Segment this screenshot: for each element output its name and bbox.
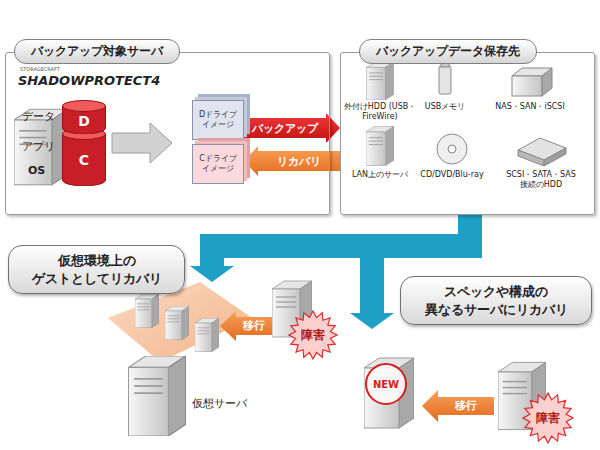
- migrate-arrow: [422, 390, 494, 422]
- new-server: [364, 358, 414, 428]
- node-text: 障害: [536, 410, 560, 427]
- layer-label: アプリ: [22, 140, 55, 154]
- internal-hdd-icon: [518, 138, 566, 166]
- burst-shape: [523, 393, 573, 443]
- brand-name: STORAGECRAFT: [20, 66, 60, 72]
- image-arrow: [112, 123, 172, 163]
- failure-burst: 障害: [288, 310, 338, 360]
- lan-server-icon: [366, 126, 394, 165]
- flow-arrow: [244, 113, 340, 143]
- server-label: 仮想サーバ: [192, 397, 247, 411]
- arrow-label: バックアップ: [252, 121, 318, 136]
- device-label: LAN上のサーバ: [347, 170, 413, 180]
- cylinder-body: [63, 134, 106, 186]
- node-text: C: [79, 152, 89, 186]
- guest-server: [165, 306, 189, 340]
- guest-server: [195, 318, 219, 352]
- guest-server: [135, 294, 159, 328]
- arrow-label: リカバリ: [277, 154, 321, 169]
- server-icon: [14, 109, 68, 185]
- node-text: NEW: [373, 379, 399, 390]
- device-label: CD/DVD/Blu-ray: [411, 170, 493, 180]
- disk-cylinder: D: [62, 100, 106, 134]
- product-logo: SHADOWPROTECT4: [18, 73, 160, 89]
- migrate-arrow: [220, 311, 272, 341]
- usb-icon: [439, 60, 451, 94]
- node-text: 障害: [301, 327, 325, 344]
- group-panel: バックアップデータ保存先: [340, 52, 595, 215]
- node-text: D: [78, 113, 90, 134]
- migrate-label: 移行: [446, 399, 486, 413]
- nas-icon: [512, 68, 552, 96]
- node-text: 仮想環境上の ゲストとしてリカバリ: [32, 253, 162, 286]
- panel-heading: バックアップ対象サーバ: [14, 39, 180, 64]
- node-text: スペックや構成の 異なるサーバにリカバリ: [425, 284, 568, 317]
- disk-cylinder: C: [62, 128, 106, 186]
- layer-label: OS: [28, 164, 45, 178]
- flow-arrow: [244, 146, 340, 176]
- new-badge: NEW: [365, 363, 407, 405]
- panel-heading: バックアップデータ保存先: [359, 39, 537, 64]
- node-text: Cドライブ イメージ: [195, 154, 241, 175]
- caption-box: スペックや構成の 異なるサーバにリカバリ: [400, 276, 592, 325]
- image-box: Cドライブ イメージ: [192, 144, 244, 184]
- caption-box: 仮想環境上の ゲストとしてリカバリ: [8, 245, 185, 294]
- disc-icon: [437, 134, 467, 164]
- device-label: USBメモリ: [417, 102, 473, 112]
- device-label: NAS・SAN・iSCSI: [488, 102, 572, 112]
- failure-burst: 障害: [522, 392, 574, 444]
- cylinder-top: [63, 129, 106, 140]
- layer-label: データ: [22, 110, 55, 124]
- node-text: Dドライブ イメージ: [195, 110, 241, 131]
- migrate-label: 移行: [238, 319, 270, 333]
- hdd-icon: [366, 62, 393, 100]
- image-box: Dドライブ イメージ: [192, 100, 244, 140]
- cylinder-top: [63, 101, 106, 112]
- burst-shape: [289, 311, 337, 359]
- virtual-server: [128, 356, 185, 436]
- device-label: 外付けHDD (USB・FireWire): [337, 102, 423, 122]
- device-label: SCSI・SATA・SAS 接続のHDD: [495, 170, 587, 190]
